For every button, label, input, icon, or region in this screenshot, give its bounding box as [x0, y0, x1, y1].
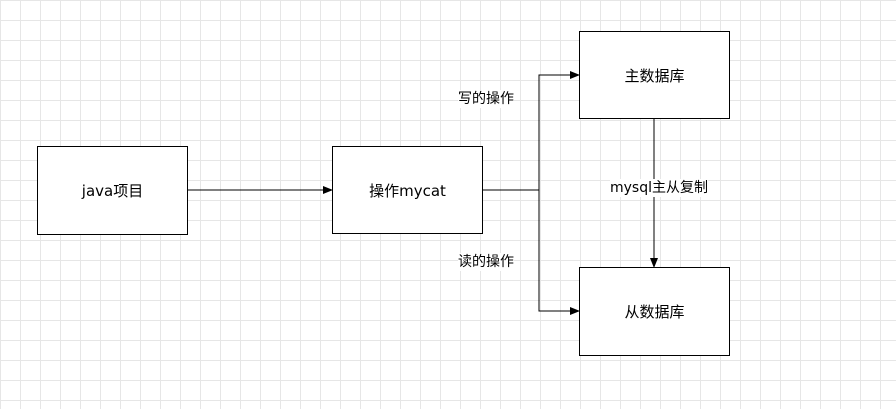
read-operation-label: 读的操作: [458, 253, 514, 271]
edge-read-to-slave: [538, 190, 580, 315]
mycat-node[interactable]: 操作mycat: [332, 146, 483, 234]
slave-db-node[interactable]: 从数据库: [579, 267, 730, 356]
edge-write-to-master: [538, 71, 580, 190]
write-operation-label: 写的操作: [458, 90, 514, 108]
mycat-label: 操作mycat: [369, 181, 446, 200]
slave-db-label: 从数据库: [624, 303, 685, 321]
replication-label: mysql主从复制: [610, 179, 708, 197]
java-project-label: java项目: [81, 182, 144, 200]
master-db-label: 主数据库: [624, 66, 685, 85]
master-db-node[interactable]: 主数据库: [579, 31, 730, 119]
java-project-node[interactable]: java项目: [37, 146, 188, 235]
